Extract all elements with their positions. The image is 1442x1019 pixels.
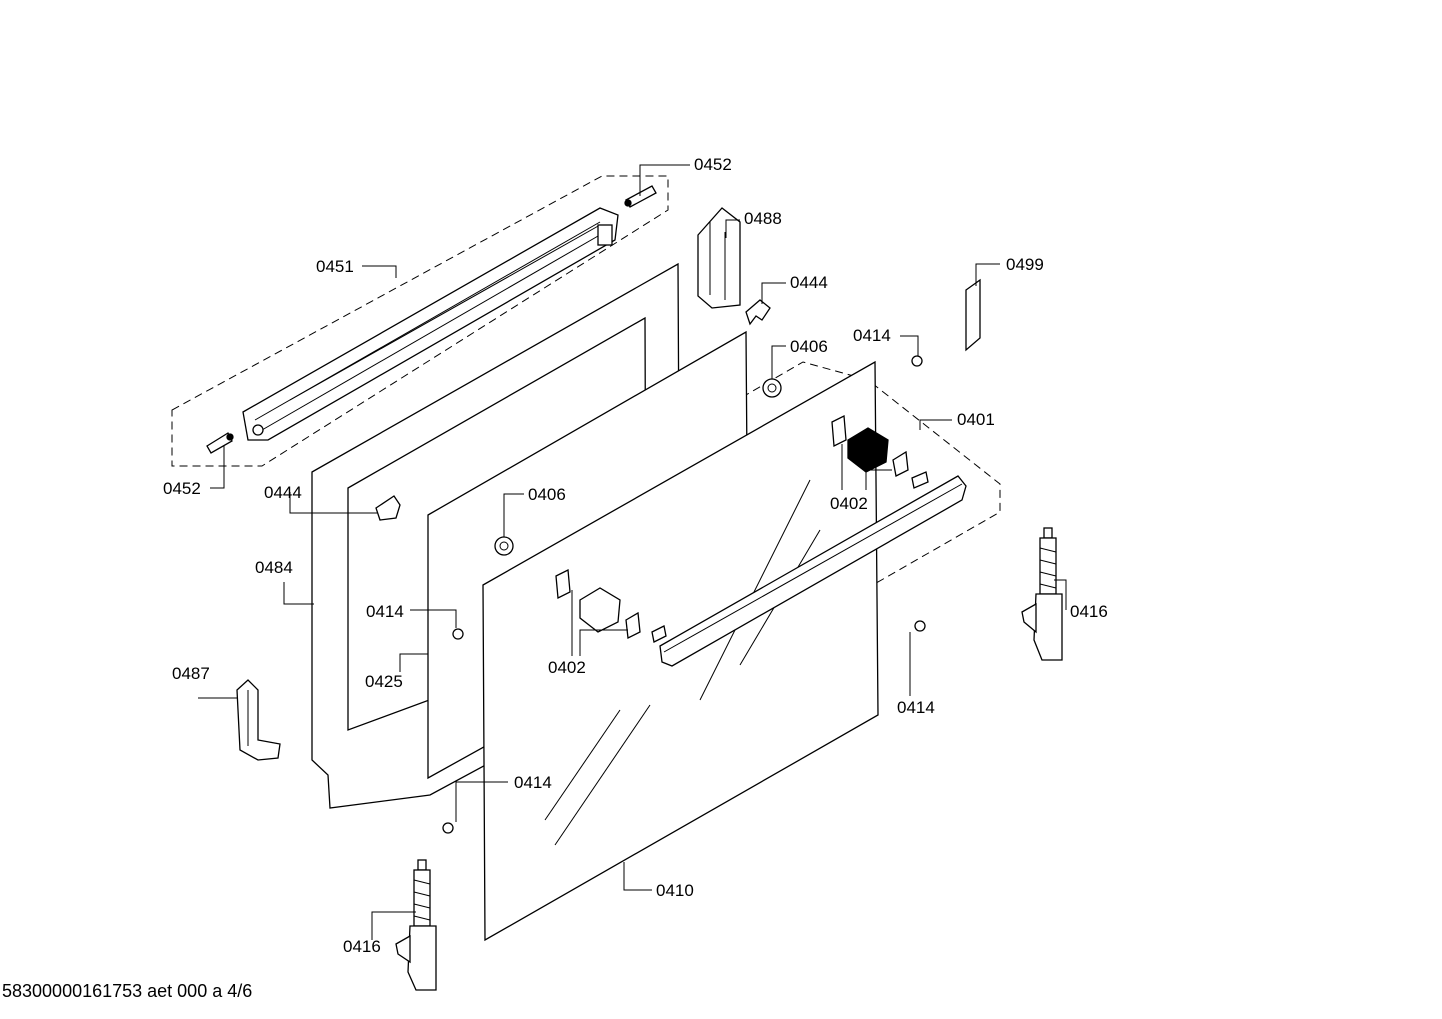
bumper-right xyxy=(914,620,926,632)
leader-0402a-2 xyxy=(865,469,892,490)
label-0444-top: 0444 xyxy=(790,273,828,292)
leader-0444b xyxy=(289,492,378,514)
hinge-right xyxy=(1021,527,1063,661)
label-0484: 0484 xyxy=(255,558,293,577)
leader-0444a xyxy=(761,282,786,304)
leader-0410 xyxy=(623,862,652,891)
bracket-left xyxy=(236,679,281,761)
spacer-top-inner xyxy=(767,383,777,393)
leader-0406a xyxy=(771,345,786,379)
leader-0425 xyxy=(399,653,428,672)
top-trim-group-outline xyxy=(171,175,669,467)
label-0414-right: 0414 xyxy=(897,698,935,717)
label-0487: 0487 xyxy=(172,664,210,683)
handle-holder-bottom xyxy=(555,568,641,639)
door-handle xyxy=(651,471,967,667)
label-0416-right: 0416 xyxy=(1070,602,1108,621)
label-0402-top: 0402 xyxy=(830,494,868,513)
label-0499: 0499 xyxy=(1006,255,1044,274)
label-0416-left: 0416 xyxy=(343,937,381,956)
leader-0406b xyxy=(503,493,524,537)
leader-0402b-2 xyxy=(579,629,628,656)
leader-0416a xyxy=(1054,579,1067,610)
top-trim-bar xyxy=(242,207,619,441)
label-0414-bottom: 0414 xyxy=(514,773,552,792)
leader-0414b xyxy=(410,609,457,628)
label-0401: 0401 xyxy=(957,410,995,429)
pin-bottom xyxy=(206,432,234,454)
label-0451: 0451 xyxy=(316,257,354,276)
label-0452-bottom: 0452 xyxy=(163,479,201,498)
label-0488: 0488 xyxy=(744,209,782,228)
label-0410: 0410 xyxy=(656,881,694,900)
label-0414-middle: 0414 xyxy=(366,602,404,621)
bumper-top-right xyxy=(911,355,923,367)
leader-0451 xyxy=(362,265,397,278)
leader-0401 xyxy=(919,419,952,430)
leader-0416b xyxy=(371,911,416,940)
label-0406-top: 0406 xyxy=(790,337,828,356)
bumper-bottom xyxy=(442,822,454,834)
handle-holder-top xyxy=(831,414,909,477)
label-0414-top: 0414 xyxy=(853,326,891,345)
leader-0484 xyxy=(283,582,314,605)
bumper-middle xyxy=(452,628,464,640)
leader-0452a xyxy=(639,164,690,196)
pin-top xyxy=(624,185,657,208)
leader-0499 xyxy=(975,263,1000,286)
spacer-top xyxy=(762,378,782,398)
hinge-left xyxy=(395,859,437,991)
leader-0414a xyxy=(900,335,919,356)
label-0406-bottom: 0406 xyxy=(528,485,566,504)
spacer-bottom xyxy=(494,536,514,556)
bracket-right xyxy=(697,207,741,309)
spacer-bottom-inner xyxy=(499,541,509,551)
hinge-clip-frame xyxy=(375,495,401,521)
label-0444-frame: 0444 xyxy=(264,483,302,502)
seal-strip xyxy=(965,278,981,352)
leader-0452b xyxy=(210,446,225,489)
label-0452-top: 0452 xyxy=(694,155,732,174)
label-0402-bottom: 0402 xyxy=(548,658,586,677)
hinge-clip-top xyxy=(745,299,771,326)
drawing-footer-code: 58300000161753 aet 000 a 4/6 xyxy=(2,981,252,1001)
leader-0488 xyxy=(725,219,740,238)
label-0425: 0425 xyxy=(365,672,403,691)
leader-0414d xyxy=(455,781,508,822)
